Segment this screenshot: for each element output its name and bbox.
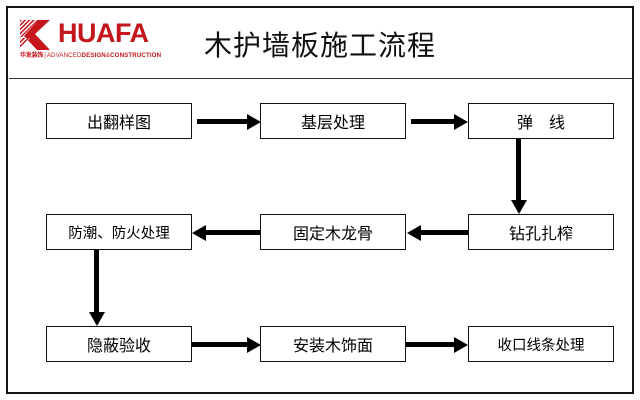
flow-node-label: 防潮、防火处理	[68, 225, 170, 242]
flow-node-fangchaofanghuochuli[interactable]: 防潮、防火处理	[46, 214, 192, 250]
flow-node-label: 出翻样图	[86, 113, 151, 132]
logo-tagline-amp: &	[105, 52, 111, 59]
flow-node-label: 基层处理	[300, 113, 365, 132]
arrow-n6-n7	[88, 250, 105, 326]
arrow-n7-n8	[192, 336, 261, 353]
slide-header: HUAFA 华发装饰|ADVANCEDDESIGN&CONSTRUCTION 木…	[8, 8, 636, 80]
flow-node-gudingmulonggu[interactable]: 固定木龙骨	[260, 214, 406, 250]
flow-node-shoukouxiantiaochuli[interactable]: 收口线条处理	[468, 326, 614, 362]
flow-node-label: 钻孔扎榨	[508, 224, 573, 243]
flow-node-zuankongzhazha[interactable]: 钻孔扎榨	[468, 214, 614, 250]
flow-node-label: 弹 线	[516, 113, 565, 132]
flow-node-chufanyangtu[interactable]: 出翻样图	[46, 103, 192, 139]
arrow-n5-n6	[192, 224, 260, 241]
huafa-logo: HUAFA 华发装饰|ADVANCEDDESIGN&CONSTRUCTION	[20, 18, 188, 62]
arrow-n1-n2	[197, 113, 261, 130]
header-divider	[9, 78, 633, 79]
logo-tagline-construction: CONSTRUCTION	[110, 52, 162, 59]
arrow-n4-n5	[407, 224, 468, 241]
huafa-k-logo-icon	[20, 20, 54, 50]
logo-tagline-advanced: ADVANCED	[46, 52, 82, 59]
logo-wordmark: HUAFA	[58, 18, 149, 48]
flow-node-label: 安装木饰面	[292, 336, 373, 355]
arrow-n2-n3	[411, 113, 468, 130]
logo-tagline-design: DESIGN	[81, 52, 106, 59]
slide-frame: HUAFA 华发装饰|ADVANCEDDESIGN&CONSTRUCTION 木…	[6, 6, 634, 394]
flow-node-anzhuangmushimian[interactable]: 安装木饰面	[260, 326, 406, 362]
logo-tagline: 华发装饰|ADVANCEDDESIGN&CONSTRUCTION	[20, 50, 192, 61]
arrow-n8-n9	[406, 336, 468, 353]
page-title: 木护墙板施工流程	[204, 29, 437, 62]
flow-node-label: 固定木龙骨	[292, 224, 373, 243]
flow-node-jicengchuli[interactable]: 基层处理	[260, 103, 406, 139]
logo-tagline-separator: |	[44, 52, 46, 59]
logo-tagline-cn: 华发装饰	[20, 52, 44, 59]
flow-node-danxian[interactable]: 弹 线	[468, 103, 614, 139]
flow-node-label: 收口线条处理	[497, 337, 585, 354]
arrow-n3-n4	[510, 139, 527, 214]
flow-node-yinbiyanshou[interactable]: 隐蔽验收	[46, 326, 192, 362]
flow-node-label: 隐蔽验收	[86, 336, 151, 355]
